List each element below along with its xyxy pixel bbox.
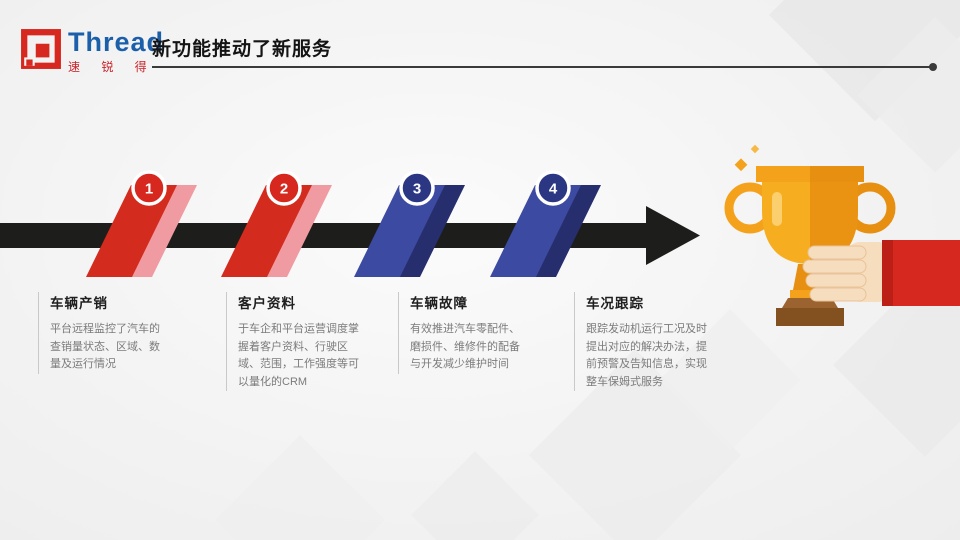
title-underline-end-dot bbox=[929, 63, 937, 71]
page-title: 新功能推动了新服务 bbox=[152, 39, 333, 60]
step-heading: 客户资料 bbox=[238, 296, 296, 311]
step-description: 平台远程监控了汽车的查销量状态、区域、数量及运行情况 bbox=[50, 323, 160, 371]
brand-text: Thread 速 锐 得 bbox=[68, 28, 164, 75]
brand-name-chinese: 速 锐 得 bbox=[68, 60, 156, 74]
step-number-badge: 4 bbox=[549, 181, 558, 198]
step-column-4: 车况跟踪 跟踪发动机运行工况及时提出对应的解决办法，提前预警及告知信息，实现整车… bbox=[574, 292, 714, 392]
step-number-badge: 1 bbox=[145, 181, 153, 198]
step-heading: 车辆故障 bbox=[410, 296, 468, 311]
step-band-4: 4 bbox=[490, 170, 601, 277]
sleeve bbox=[882, 240, 960, 306]
step-column-2: 客户资料 于车企和平台运营调度掌握着客户资料、行驶区域、范围，工作强度等可以量化… bbox=[226, 292, 360, 392]
thread-logo-icon bbox=[21, 29, 61, 69]
step-band-2: 2 bbox=[221, 170, 332, 277]
hand-icon bbox=[802, 242, 892, 302]
step-heading: 车辆产销 bbox=[50, 296, 108, 311]
title-underline bbox=[152, 66, 932, 68]
step-column-3: 车辆故障 有效推进汽车零配件、磨损件、维修件的配备与开发减少维护时间 bbox=[398, 292, 530, 374]
brand-logo: Thread 速 锐 得 bbox=[20, 28, 164, 75]
step-band-1: 1 bbox=[86, 170, 197, 277]
step-description: 于车企和平台运营调度掌握着客户资料、行驶区域、范围，工作强度等可以量化的CRM bbox=[238, 323, 359, 388]
step-description: 有效推进汽车零配件、磨损件、维修件的配备与开发减少维护时间 bbox=[410, 323, 520, 371]
brand-name: Thread bbox=[68, 27, 165, 57]
step-column-1: 车辆产销 平台远程监控了汽车的查销量状态、区域、数量及运行情况 bbox=[38, 292, 170, 374]
step-heading: 车况跟踪 bbox=[586, 296, 644, 311]
trophy-icon bbox=[724, 144, 960, 326]
step-number-badge: 3 bbox=[413, 181, 421, 198]
step-band-3: 3 bbox=[354, 170, 465, 277]
header: Thread 速 锐 得 新功能推动了新服务 bbox=[0, 0, 960, 90]
step-number-badge: 2 bbox=[280, 181, 288, 198]
step-description: 跟踪发动机运行工况及时提出对应的解决办法，提前预警及告知信息，实现整车保姆式服务 bbox=[586, 323, 707, 388]
